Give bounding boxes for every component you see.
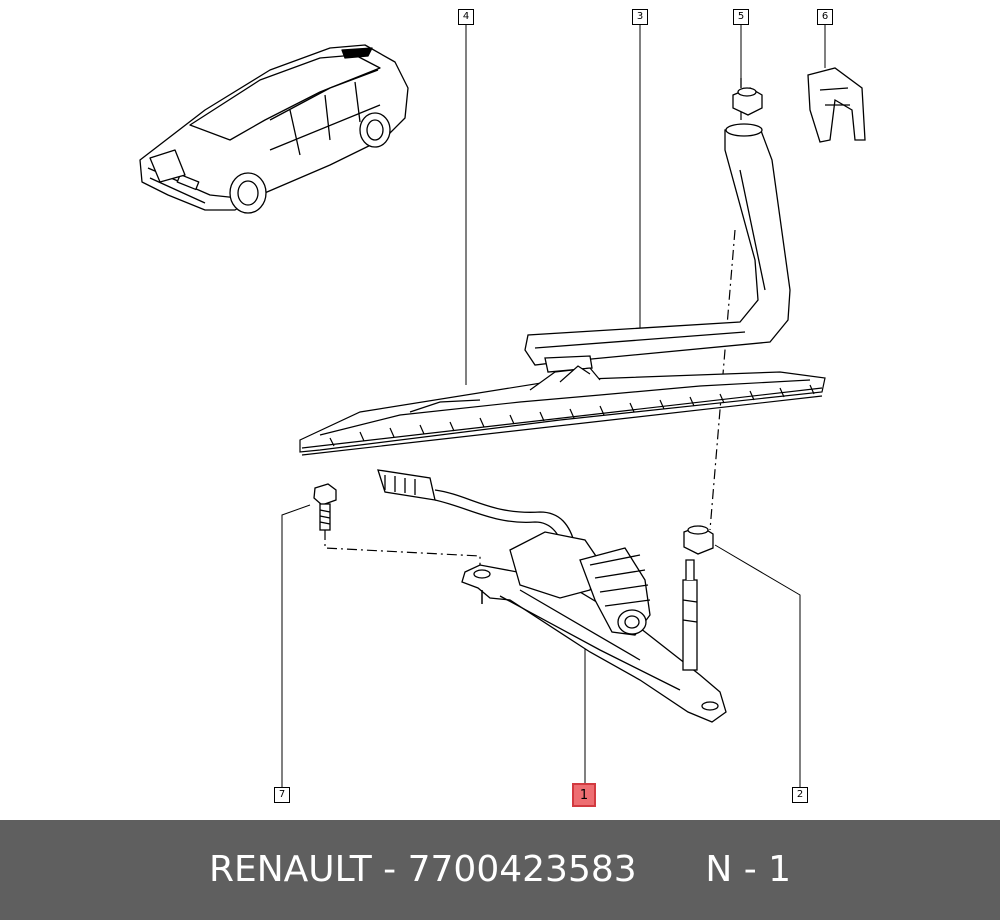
- grommet-part-2: [683, 525, 714, 555]
- cap-part-6: [807, 67, 866, 143]
- separator: -: [371, 849, 408, 890]
- part-number-footer: RENAULT - 7700423583 N - 1: [0, 820, 1000, 920]
- callout-part-7: 7: [274, 787, 290, 803]
- callout-part-3: 3: [632, 9, 648, 25]
- wiper-arm-part-3: [524, 123, 791, 373]
- reference-number: N - 1: [705, 849, 792, 890]
- leader-lines: [281, 25, 826, 787]
- callout-part-6: 6: [817, 9, 833, 25]
- callout-part-1-highlighted: 1: [572, 783, 596, 807]
- bolt-part-7: [313, 483, 337, 531]
- wiper-blade-part-4: [299, 365, 826, 456]
- callout-part-5: 5: [733, 9, 749, 25]
- nut-part-5: [732, 78, 763, 116]
- spacer: [637, 849, 706, 890]
- exploded-parts-diagram: [139, 25, 866, 787]
- callout-part-2: 2: [792, 787, 808, 803]
- car-illustration: [139, 44, 409, 214]
- wiper-motor-part-1: [461, 531, 727, 723]
- connector-wire-harness: [377, 469, 576, 553]
- callout-part-4: 4: [458, 9, 474, 25]
- brand-name: RENAULT: [208, 849, 372, 890]
- part-number: 7700423583: [407, 849, 637, 890]
